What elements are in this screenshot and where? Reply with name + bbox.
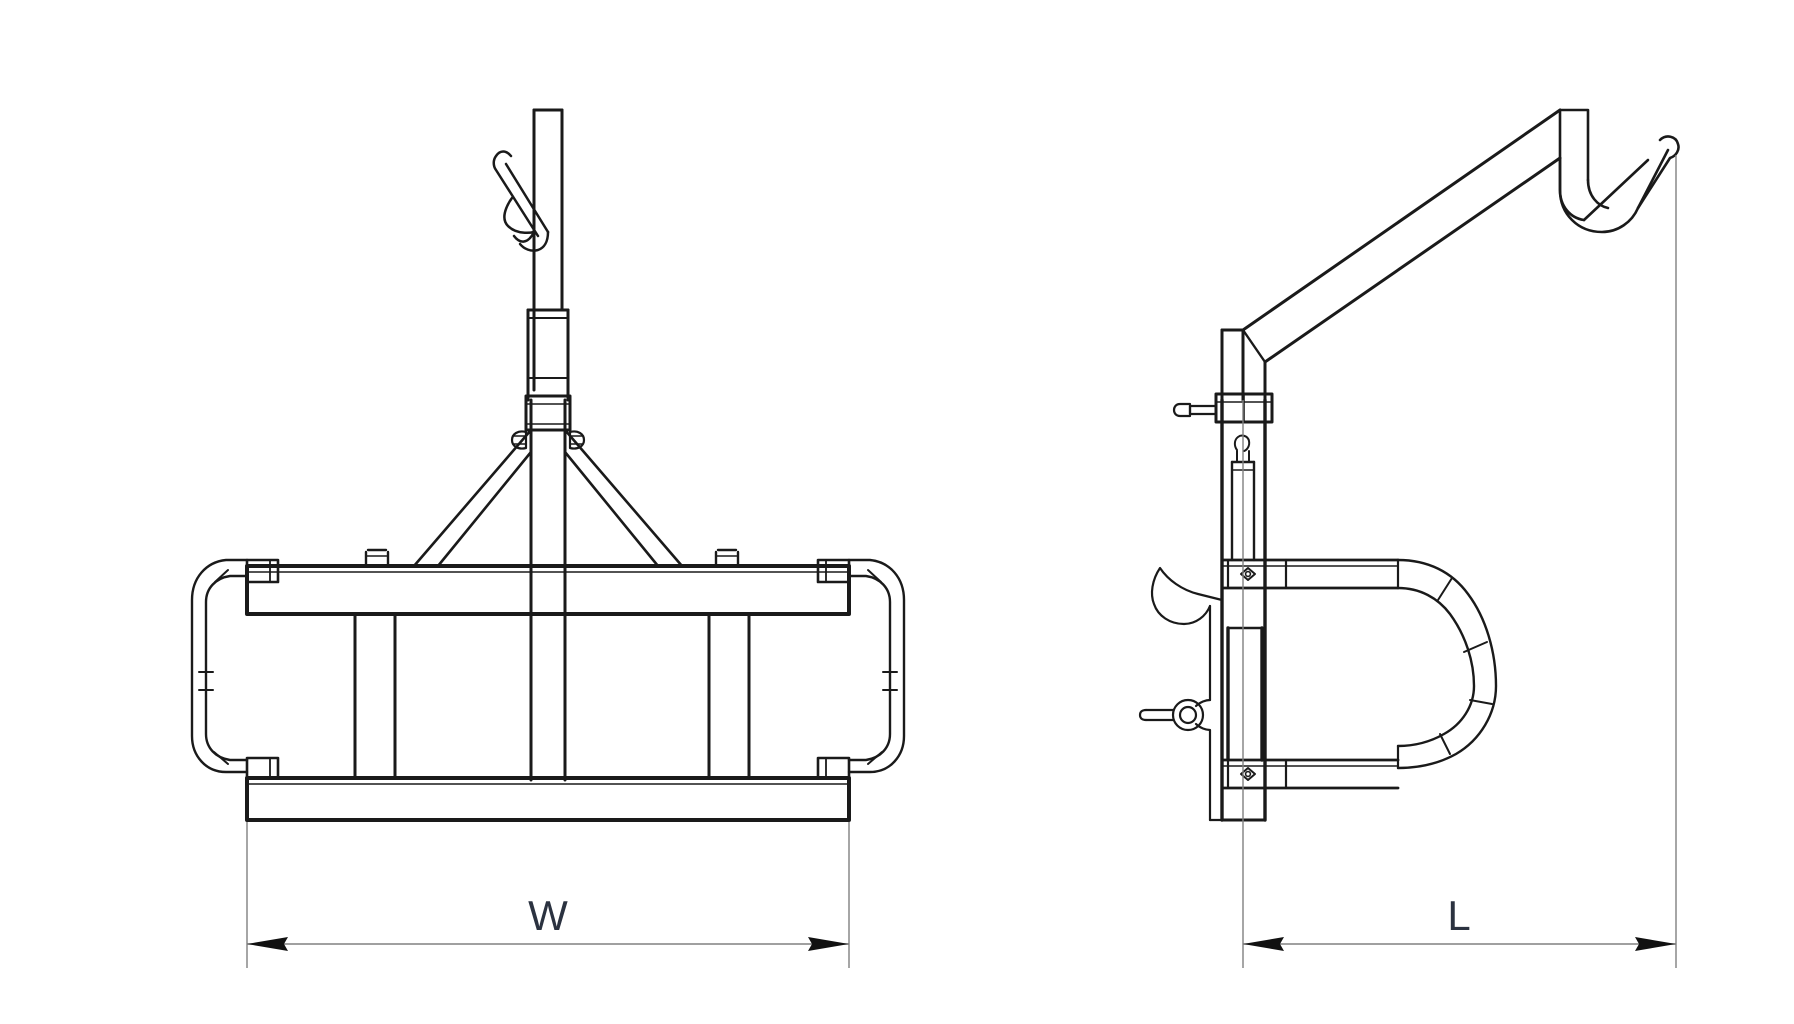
length-dimension: L (1242, 155, 1677, 968)
width-dimension-label: W (528, 892, 568, 939)
upper-rail-beam (1220, 558, 1400, 590)
width-dimension: W (246, 822, 850, 968)
collar-clamp-with-pin (1172, 392, 1274, 424)
eye-pin (1138, 698, 1205, 732)
mast-collar-clamp (510, 394, 586, 450)
hook-plate (1150, 566, 1224, 822)
vertical-post-left (353, 612, 397, 780)
d-shaped-side-rail (1396, 558, 1498, 770)
beam-tab-left (364, 548, 390, 568)
corner-bracket-top-right (816, 558, 851, 584)
boom-arm (1241, 108, 1562, 364)
end-hook (1558, 108, 1680, 234)
vertical-post-right (707, 612, 751, 780)
curved-side-rail-left (190, 558, 249, 774)
front-view (190, 108, 906, 822)
mast-inner-plate (1226, 626, 1264, 762)
width-arrow-left (247, 937, 288, 951)
lower-cross-beam (245, 776, 851, 822)
top-lifting-hook (492, 108, 564, 392)
corner-bracket-top-left (245, 558, 280, 584)
side-view (1138, 108, 1680, 822)
telescoping-mast (526, 248, 570, 782)
length-dimension-label: L (1447, 892, 1470, 939)
width-arrow-right (808, 937, 849, 951)
beam-tab-right (714, 548, 740, 568)
length-arrow-left (1243, 937, 1284, 951)
upper-cross-beam (245, 564, 851, 616)
length-arrow-right (1635, 937, 1676, 951)
curved-side-rail-right (847, 558, 906, 774)
